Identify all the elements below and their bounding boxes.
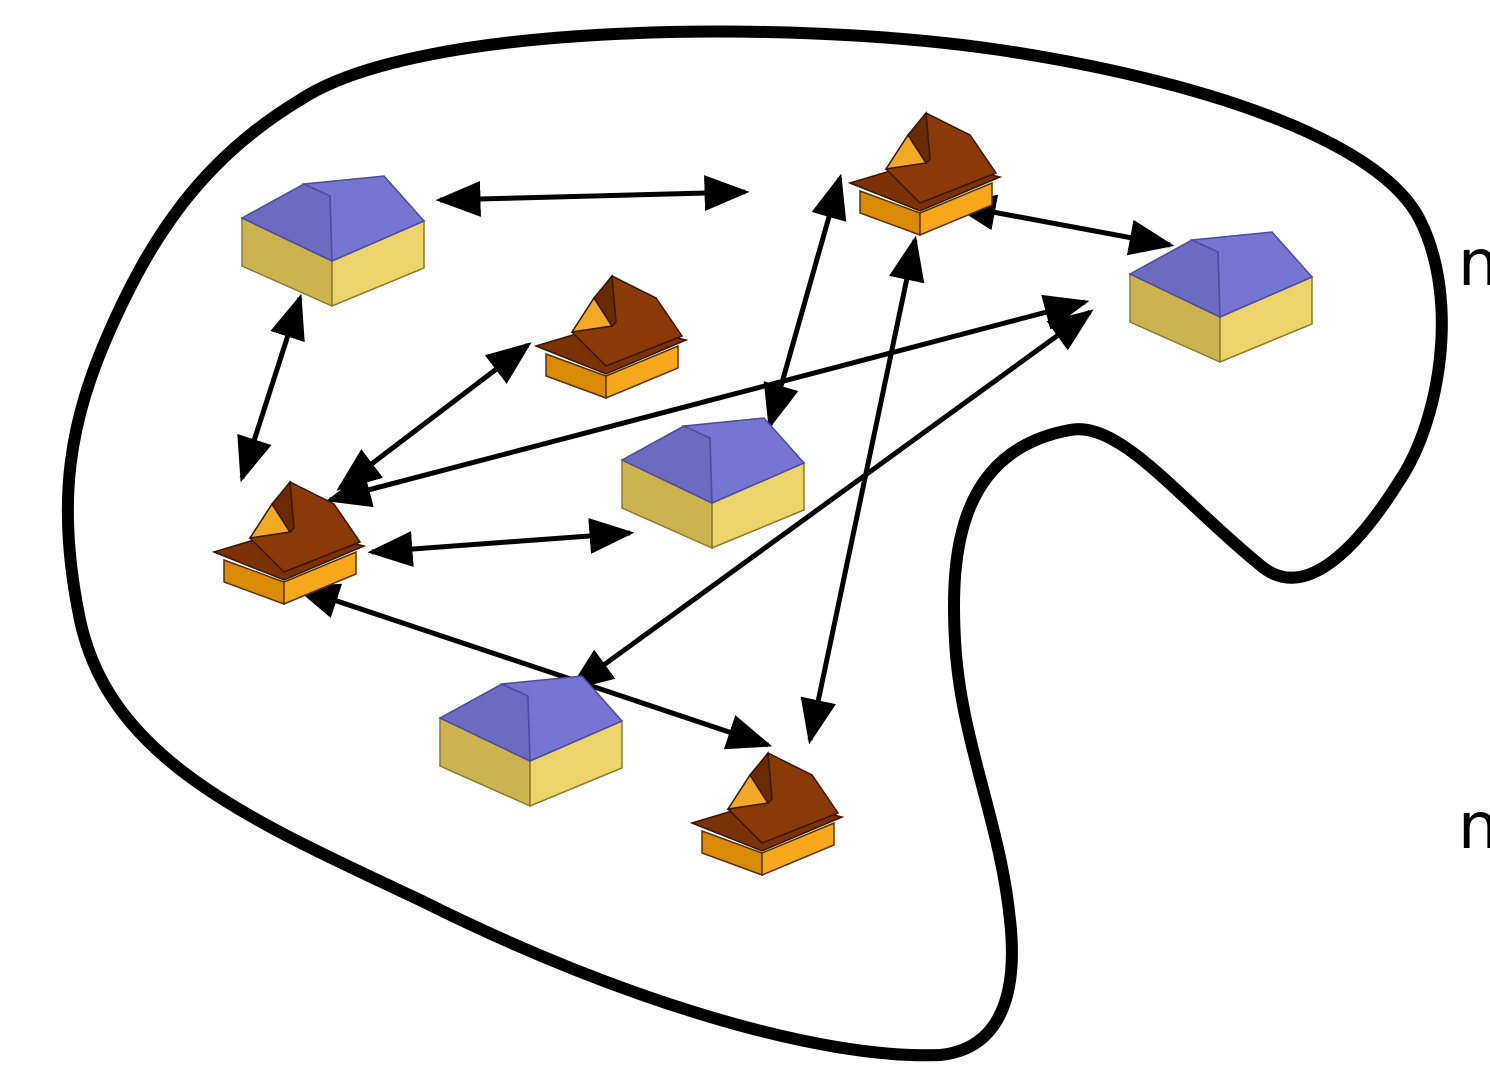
house-gabled bbox=[439, 675, 623, 807]
link-group bbox=[237, 173, 1175, 750]
link-arrow bbox=[336, 342, 532, 491]
house-gabled bbox=[241, 175, 425, 307]
link-arrow bbox=[763, 173, 847, 430]
house-pagoda bbox=[535, 275, 687, 399]
house-gabled bbox=[1129, 231, 1313, 363]
house-pagoda bbox=[849, 112, 1001, 236]
link-arrow bbox=[950, 194, 1175, 256]
link-arrow bbox=[293, 583, 773, 750]
house-gabled bbox=[621, 417, 805, 549]
link-arrow bbox=[800, 235, 925, 745]
edge-text-bottom: n bbox=[1458, 790, 1490, 864]
link-arrow bbox=[367, 518, 635, 567]
edge-text-top: n bbox=[1458, 227, 1490, 301]
house-pagoda bbox=[213, 481, 365, 605]
link-arrow bbox=[435, 175, 750, 217]
house-pagoda bbox=[691, 752, 843, 876]
link-arrow bbox=[237, 293, 305, 483]
